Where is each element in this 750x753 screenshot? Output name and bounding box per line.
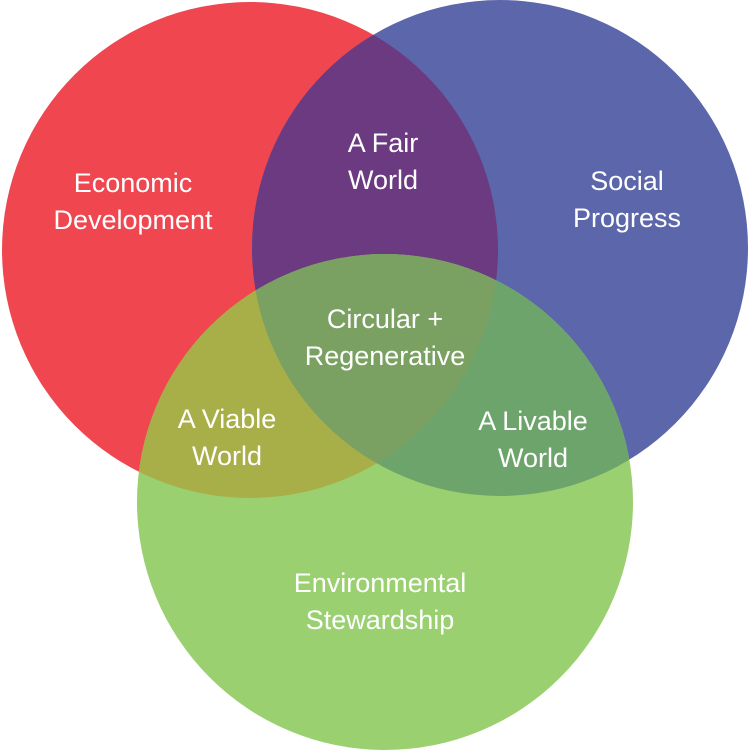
environmental-stewardship-label: Environmental Stewardship [294,565,467,639]
viable-world-line1: A Viable [177,404,277,434]
economic-development-label: Economic Development [53,165,212,239]
livable-world-line2: World [497,443,569,473]
social-label-line1: Social [590,166,664,196]
economic-label-line1: Economic [73,168,193,198]
fair-world-line1: A Fair [347,128,419,158]
center-line1: Circular + [326,304,444,334]
economic-label-line2: Development [53,205,213,235]
livable-world-line1: A Livable [478,406,588,436]
environmental-label-line2: Stewardship [305,605,455,635]
viable-world-line2: World [191,441,263,471]
environmental-label-line1: Environmental [293,568,467,598]
social-progress-label: Social Progress [573,163,681,237]
fair-world-line2: World [347,165,419,195]
circular-regenerative-label: Circular + Regenerative [305,301,466,375]
viable-world-label: A Viable World [178,401,277,475]
economic-environmental-overlap [137,254,498,498]
social-label-line2: Progress [572,203,682,233]
center-line2: Regenerative [304,341,466,371]
livable-world-label: A Livable World [478,403,588,477]
fair-world-label: A Fair World [348,125,419,199]
